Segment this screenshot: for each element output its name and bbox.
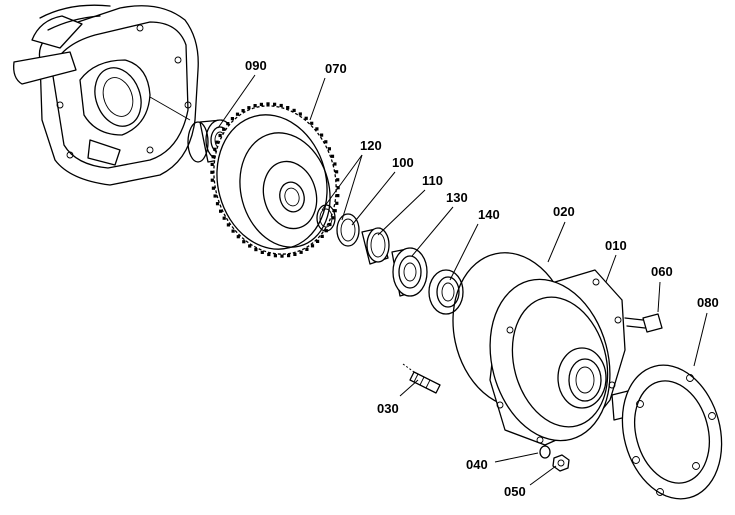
gear-tooth <box>260 250 264 254</box>
label-070: 070 <box>325 61 347 76</box>
washer-040 <box>539 445 551 459</box>
gear-tooth <box>211 186 215 190</box>
label-050: 050 <box>504 484 526 499</box>
gear-tooth <box>242 240 246 244</box>
gear-tooth <box>267 252 271 257</box>
gear-tooth <box>219 209 223 213</box>
gear-tooth <box>254 248 258 252</box>
label-100: 100 <box>392 155 414 170</box>
gear-070 <box>210 102 340 258</box>
label-030: 030 <box>377 401 399 416</box>
gear-tooth <box>279 103 283 108</box>
nut-050 <box>552 454 570 472</box>
label-010: 010 <box>605 238 627 253</box>
stud-030 <box>402 363 441 394</box>
gear-tooth <box>315 127 319 131</box>
callout-labels: 090 070 120 100 110 130 140 020 010 060 … <box>245 58 719 499</box>
gear-tooth <box>316 239 320 243</box>
gear-tooth <box>324 140 328 144</box>
gear-tooth <box>292 108 296 112</box>
label-090: 090 <box>245 58 267 73</box>
gear-tooth <box>336 194 340 198</box>
gear-tooth <box>210 162 214 166</box>
hub-carrier-010 <box>489 269 626 446</box>
gear-tooth <box>213 194 217 198</box>
gear-tooth <box>304 116 308 120</box>
gear-tooth <box>215 202 220 206</box>
gear-tooth <box>286 106 290 110</box>
knuckle-housing <box>13 4 199 186</box>
gear-tooth <box>266 102 270 106</box>
gear-tooth <box>253 104 257 108</box>
gear-tooth <box>231 229 235 233</box>
gear-tooth <box>335 170 339 174</box>
gear-tooth <box>310 244 315 248</box>
gear-tooth <box>298 112 302 116</box>
gear-tooth <box>331 216 335 220</box>
label-110: 110 <box>422 173 443 188</box>
gear-tooth <box>215 140 219 144</box>
gear-tooth <box>226 122 230 126</box>
gear-tooth <box>336 178 340 182</box>
gear-tooth <box>293 252 297 256</box>
label-120: 120 <box>360 138 382 153</box>
label-020: 020 <box>553 204 575 219</box>
gear-tooth <box>222 216 226 220</box>
gear-tooth <box>320 133 324 137</box>
label-060: 060 <box>651 264 673 279</box>
flange-080 <box>611 364 723 500</box>
gear-tooth <box>280 254 284 258</box>
gear-tooth <box>299 250 303 254</box>
gear-tooth <box>259 102 263 106</box>
gear-tooth <box>335 201 339 205</box>
ring-100 <box>336 213 360 247</box>
gear-tooth <box>273 254 277 258</box>
bolt-060 <box>624 313 663 333</box>
label-130: 130 <box>446 190 468 205</box>
leader-lines <box>217 74 708 486</box>
gear-tooth <box>211 155 215 159</box>
gear-tooth <box>310 121 314 125</box>
gear-tooth <box>287 254 291 258</box>
gear-tooth <box>222 127 226 131</box>
gear-tooth <box>210 170 214 174</box>
spacer-110 <box>361 227 390 265</box>
gear-tooth <box>247 106 251 110</box>
gear-tooth <box>330 154 335 158</box>
gear-tooth <box>333 209 337 213</box>
label-040: 040 <box>466 457 488 472</box>
gear-tooth <box>320 234 324 238</box>
gear-tooth <box>218 133 222 138</box>
gear-tooth <box>213 147 217 151</box>
gear-tooth <box>248 244 252 248</box>
gear-tooth <box>210 178 214 182</box>
gear-tooth <box>235 112 240 116</box>
gear-tooth <box>333 162 337 166</box>
label-140: 140 <box>478 207 500 222</box>
label-080: 080 <box>697 295 719 310</box>
gear-tooth <box>327 147 331 151</box>
gear-tooth <box>273 102 277 106</box>
gear-tooth <box>241 109 245 113</box>
gear-tooth <box>230 117 234 121</box>
gear-tooth <box>226 223 230 227</box>
gear-tooth <box>236 235 240 239</box>
bearing-130 <box>391 247 428 297</box>
gear-tooth <box>305 247 309 251</box>
